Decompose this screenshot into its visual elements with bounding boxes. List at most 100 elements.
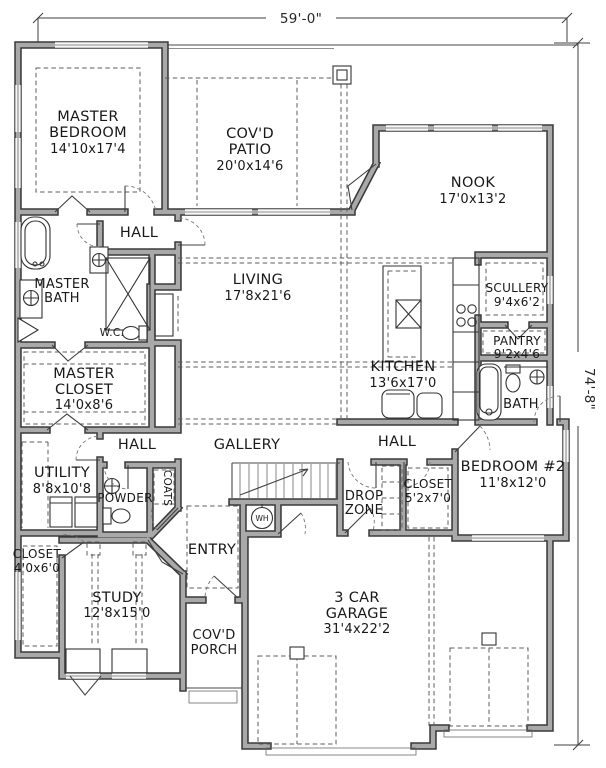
closet-double-door: [51, 344, 89, 362]
toilet-fixture: [121, 325, 141, 341]
room-label-hall-upper: HALL: [120, 225, 158, 241]
staircase: [231, 462, 340, 499]
nook-door: [347, 163, 377, 211]
master-double-door: [54, 195, 91, 213]
room-label-bath: BATH: [503, 397, 539, 412]
entry-ceiling: [186, 505, 239, 589]
toilet-fixture: [111, 508, 131, 524]
svg-text:GARAGE: GARAGE: [326, 606, 389, 622]
kitchen-appliance: [381, 389, 415, 419]
room-label-coats: COATS: [161, 470, 173, 506]
toilet-tank: [102, 507, 112, 525]
room-label-master-closet: MASTER: [53, 366, 115, 382]
bath2-fixtures: [476, 363, 548, 421]
kitchen-island: [382, 265, 422, 363]
svg-text:9'2x4'6: 9'2x4'6: [494, 347, 540, 361]
water-heater: [250, 504, 274, 530]
window-seat: [111, 648, 148, 674]
svg-text:BATH: BATH: [44, 291, 80, 306]
hall-closet-shelf: [22, 545, 58, 647]
bathtub-fixture: [20, 216, 51, 270]
svg-text:31'4x22'2: 31'4x22'2: [323, 622, 390, 637]
room-label-gallery: GALLERY: [214, 437, 281, 453]
master-bath-fixtures: [17, 216, 151, 343]
master-tray-ceiling: [35, 67, 141, 193]
svg-text:PATIO: PATIO: [229, 142, 272, 158]
room-label-powder: POWDER: [97, 491, 153, 505]
svg-text:8'8x10'8: 8'8x10'8: [33, 482, 92, 497]
porch-step: [188, 690, 238, 704]
toilet-fixture: [505, 373, 521, 393]
room-label-closet2: CLOSET: [404, 477, 453, 491]
pantry-double-door: [504, 324, 533, 340]
garage-door-left: [265, 747, 417, 756]
svg-text:4'0x6'0: 4'0x6'0: [14, 561, 60, 575]
master-closet-shelves: [23, 351, 146, 425]
study-bay: [69, 675, 102, 696]
garage-post-right: [481, 632, 497, 646]
room-label-utility: UTILITY: [34, 465, 90, 481]
utility-fixtures: [49, 496, 98, 528]
room-label-wc: W.C.: [100, 327, 124, 339]
doors: [46, 163, 561, 599]
garage-post-left: [289, 646, 305, 660]
pantry-shelves: [482, 330, 546, 354]
closet2-shelves: [407, 467, 449, 529]
svg-text:17'8x21'6: 17'8x21'6: [224, 289, 291, 304]
svg-text:PORCH: PORCH: [191, 643, 238, 658]
room-label-covd-porch: COV'D: [192, 628, 235, 643]
svg-text:12'8x15'0: 12'8x15'0: [83, 606, 150, 621]
washer-fixture: [49, 496, 73, 528]
room-label-hall-left: HALL: [118, 437, 156, 453]
room-label-living: LIVING: [233, 272, 283, 288]
powder-fixtures: [102, 477, 131, 525]
svg-text:14'10x17'4: 14'10x17'4: [50, 142, 126, 157]
water-heater-label: WH: [255, 514, 268, 523]
closet-double-door: [46, 413, 89, 431]
room-label-covd-patio: COV'D: [226, 126, 274, 142]
windows: [15, 42, 569, 679]
svg-text:CLOSET: CLOSET: [55, 382, 113, 398]
room-labels: MASTER BEDROOM 14'10x17'4 COV'D PATIO 20…: [13, 109, 566, 658]
garage-door-right: [443, 729, 533, 738]
overall-width-dimension: 59'-0": [280, 11, 322, 27]
svg-text:BEDROOM: BEDROOM: [49, 125, 127, 141]
corner-cabinet: [17, 317, 40, 343]
dryer-fixture: [74, 496, 98, 528]
dim-label-bg-top: [266, 8, 336, 25]
room-label-scullery: SCULLERY: [485, 281, 548, 295]
window-seat: [65, 648, 101, 674]
porch-and-misc: [65, 648, 533, 756]
svg-text:ZONE: ZONE: [345, 503, 383, 518]
room-label-master-bath: MASTER: [34, 277, 89, 292]
room-label-kitchen: KITCHEN: [371, 359, 436, 375]
room-label-master-bedroom: MASTER: [57, 109, 119, 125]
kitchen-appliance: [416, 392, 443, 419]
room-label-bedroom2: BEDROOM #2: [461, 459, 566, 475]
dimension-lines: [32, 8, 594, 751]
room-label-study: STUDY: [92, 590, 141, 606]
room-label-garage: 3 CAR: [334, 590, 379, 606]
room-label-hall-closet: CLOSET: [13, 547, 62, 561]
kitchen-counter: [452, 257, 480, 421]
room-label-nook: NOOK: [451, 175, 496, 191]
room-label-pantry: PANTRY: [493, 334, 541, 348]
coats-shelf: [153, 469, 175, 505]
garage-stall-left: [257, 655, 337, 745]
room-label-hall-right: HALL: [378, 434, 416, 450]
patio-column: [332, 65, 352, 85]
room-label-entry: ENTRY: [188, 542, 236, 558]
toilet-tank: [505, 364, 521, 374]
dimension-labels: 59'-0" 74'-8": [280, 11, 597, 410]
study-double-door: [147, 539, 184, 575]
dim-label-bg-right: [574, 352, 594, 426]
stair-direction-arrow: [239, 468, 309, 496]
svg-text:9'4x6'2: 9'4x6'2: [494, 295, 540, 309]
svg-text:11'8x12'0: 11'8x12'0: [479, 476, 546, 491]
drop-zone-cubbies: [381, 465, 403, 531]
columns: [289, 65, 497, 660]
overall-height-dimension: 74'-8": [581, 368, 597, 410]
svg-text:20'0x14'6: 20'0x14'6: [216, 159, 283, 174]
